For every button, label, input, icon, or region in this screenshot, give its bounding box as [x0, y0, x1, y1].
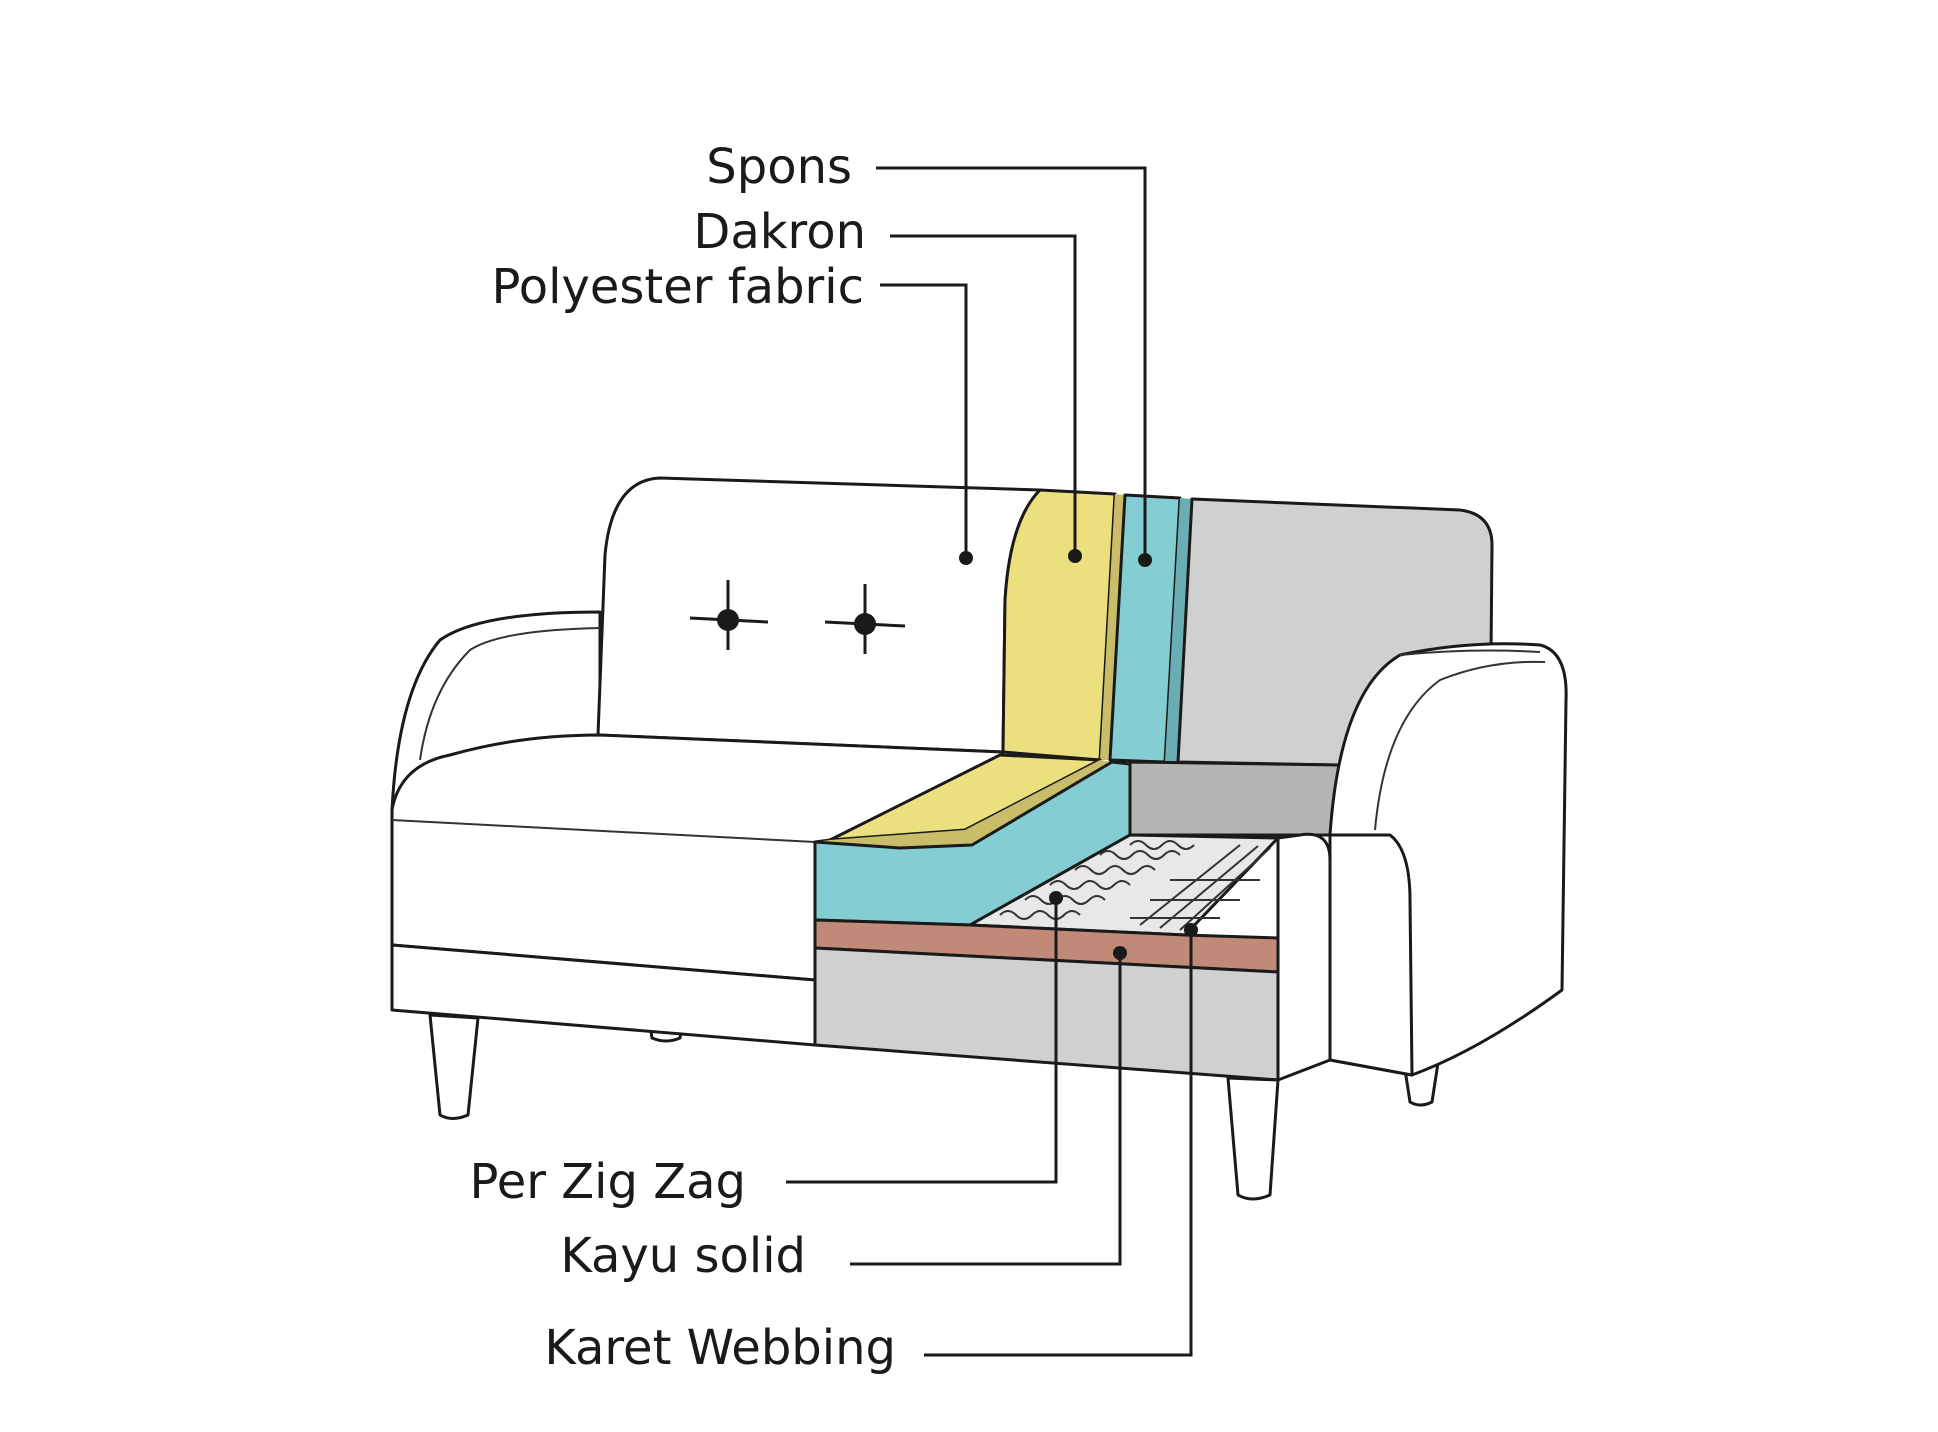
seat-base-frame	[813, 946, 1280, 1082]
sofa	[390, 476, 1568, 1201]
backrest-dakron-layer	[1001, 488, 1117, 762]
sofa-backrest	[596, 476, 1042, 754]
leader-polyester-dot	[959, 551, 973, 565]
zigzag-spring-pattern	[999, 840, 1271, 931]
sofa-arm-left-inner-line	[419, 627, 601, 761]
leader-karet	[924, 930, 1193, 1357]
leader-kayu	[850, 953, 1122, 1266]
tufting-button-right	[824, 584, 906, 654]
leader-zigzag	[786, 898, 1058, 1184]
label-kayu: Kayu solid	[560, 1228, 806, 1284]
leader-kayu-dot	[1113, 946, 1127, 960]
leader-spons-dot	[1138, 553, 1152, 567]
tufting-button-left	[689, 580, 769, 650]
leader-dakron	[890, 234, 1077, 556]
leader-karet-dot	[1184, 923, 1198, 937]
sofa-arm-right-top-line	[1399, 649, 1541, 656]
sofa-leg-front-right	[1226, 1076, 1280, 1201]
sofa-arm-right-front	[1328, 833, 1414, 1077]
leader-lines	[786, 166, 1198, 1357]
seat-inner-wall	[1128, 760, 1342, 837]
seat-dakron-shade	[815, 760, 1112, 848]
backrest-spons-shade	[1165, 498, 1192, 762]
sofa-leg-front-left	[428, 1013, 480, 1120]
leader-dakron-dot	[1068, 549, 1082, 563]
leader-spons	[876, 166, 1147, 560]
seat-side-panel	[1276, 832, 1332, 1082]
labels: Spons Dakron Polyester fabric Per Zig Za…	[470, 139, 896, 1376]
sofa-arm-right-crease	[1374, 660, 1546, 831]
leader-polyester	[880, 283, 968, 558]
backrest-dakron-shade	[1100, 494, 1125, 760]
label-polyester: Polyester fabric	[492, 259, 864, 315]
label-spons: Spons	[706, 139, 852, 195]
label-karet: Karet Webbing	[544, 1320, 896, 1376]
label-dakron: Dakron	[693, 204, 866, 260]
seat-cushion-seam	[391, 819, 816, 843]
leader-zigzag-dot	[1049, 891, 1063, 905]
label-zigzag: Per Zig Zag	[470, 1154, 746, 1210]
